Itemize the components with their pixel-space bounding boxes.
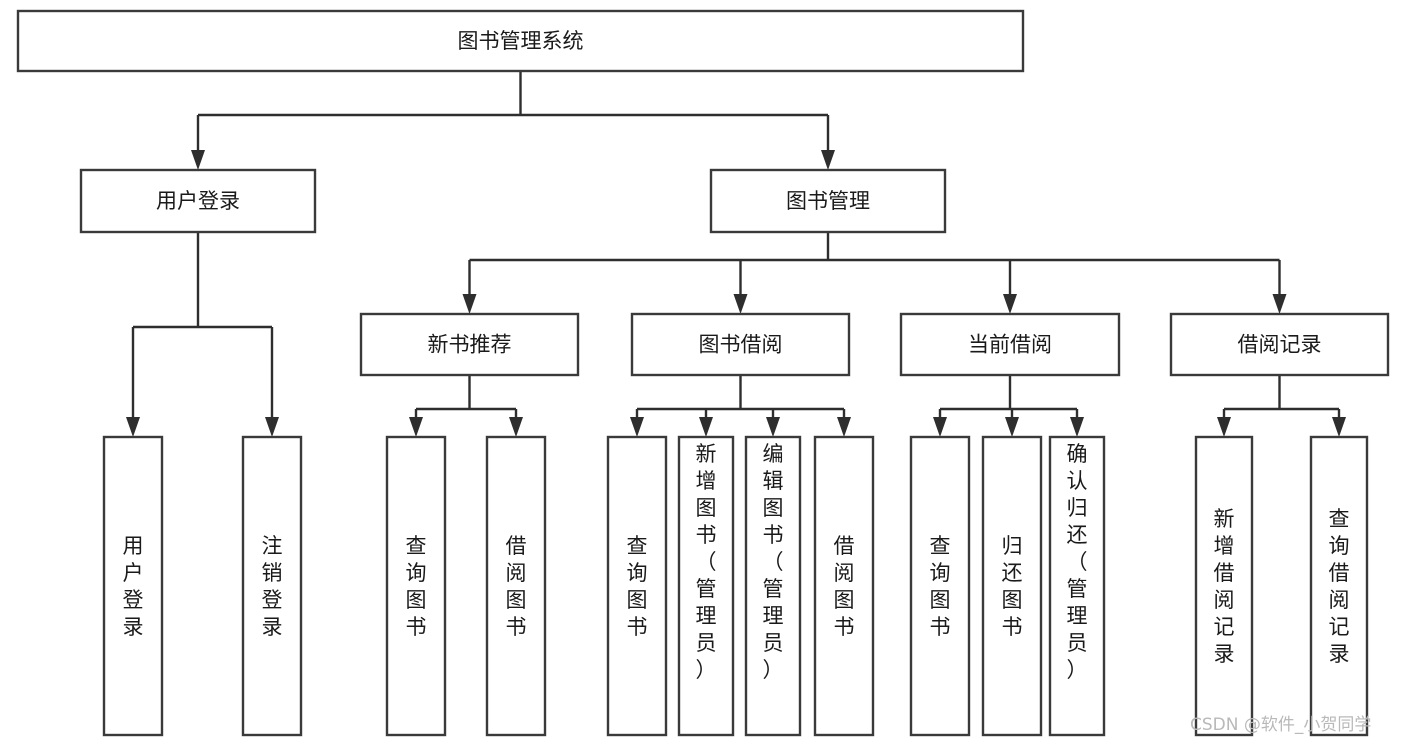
- node-root[interactable]: 图书管理系统: [16, 9, 1025, 73]
- node-label-leaf-add-book: 新增图书（管理员）: [696, 442, 717, 682]
- node-leaf-query-book-recommend[interactable]: 查询图书: [385, 435, 447, 737]
- node-leaf-logout[interactable]: 注销登录: [241, 435, 303, 737]
- node-box-leaf-borrow-book: [813, 435, 875, 737]
- node-box-leaf-user-login: [102, 435, 164, 737]
- node-box-leaf-logout: [241, 435, 303, 737]
- node-label-leaf-user-login: 用户登录: [123, 534, 144, 639]
- node-box-root: [16, 9, 1025, 73]
- node-leaf-borrow-book-recommend[interactable]: 借阅图书: [485, 435, 547, 737]
- arrow-head-leaf-add-borrow-record: [1217, 417, 1231, 437]
- node-leaf-confirm-return[interactable]: 确认归还（管理员）: [1048, 435, 1106, 737]
- node-leaf-borrow-book[interactable]: 借阅图书: [813, 435, 875, 737]
- node-label-leaf-edit-book: 编辑图书（管理员）: [763, 442, 784, 682]
- arrow-head-leaf-borrow-book: [837, 417, 851, 437]
- arrow-head-book-manage: [821, 150, 835, 170]
- node-leaf-query-borrow-record[interactable]: 查询借阅记录: [1309, 435, 1369, 737]
- node-label-current-borrow: 当前借阅: [968, 333, 1052, 357]
- node-box-leaf-query-borrow-record: [1309, 435, 1369, 737]
- node-leaf-query-book-borrow[interactable]: 查询图书: [606, 435, 668, 737]
- node-box-leaf-add-borrow-record: [1194, 435, 1254, 737]
- arrow-head-leaf-user-login: [126, 417, 140, 437]
- arrow-head-leaf-return-book: [1005, 417, 1019, 437]
- arrow-head-leaf-borrow-book-recommend: [509, 417, 523, 437]
- node-box-leaf-add-book: [677, 435, 735, 737]
- arrow-head-current-borrow: [1003, 294, 1017, 314]
- node-label-book-manage: 图书管理: [786, 189, 870, 213]
- node-borrow-record[interactable]: 借阅记录: [1169, 312, 1390, 377]
- node-label-root: 图书管理系统: [458, 29, 584, 53]
- node-label-leaf-add-borrow-record: 新增借阅记录: [1214, 507, 1235, 666]
- node-label-leaf-query-book-current: 查询图书: [930, 534, 951, 639]
- node-box-leaf-query-book-recommend: [385, 435, 447, 737]
- arrow-head-user-login: [191, 150, 205, 170]
- arrow-head-leaf-query-book-current: [933, 417, 947, 437]
- node-box-leaf-query-book-current: [909, 435, 971, 737]
- arrow-head-leaf-query-book-recommend: [409, 417, 423, 437]
- node-book-borrow[interactable]: 图书借阅: [630, 312, 851, 377]
- node-box-book-borrow: [630, 312, 851, 377]
- node-label-leaf-logout: 注销登录: [262, 534, 283, 639]
- arrow-head-new-book-recommend: [462, 294, 477, 314]
- node-book-manage[interactable]: 图书管理: [709, 168, 947, 234]
- node-box-user-login: [79, 168, 317, 234]
- node-leaf-user-login[interactable]: 用户登录: [102, 435, 164, 737]
- node-label-new-book-recommend: 新书推荐: [428, 333, 512, 357]
- arrow-head-leaf-query-borrow-record: [1332, 417, 1346, 437]
- arrow-head-borrow-record: [1272, 294, 1287, 314]
- node-label-leaf-borrow-book: 借阅图书: [834, 534, 855, 639]
- node-current-borrow[interactable]: 当前借阅: [899, 312, 1121, 377]
- node-label-book-borrow: 图书借阅: [699, 333, 783, 357]
- node-box-borrow-record: [1169, 312, 1390, 377]
- arrow-head-leaf-logout: [265, 417, 279, 437]
- arrow-head-leaf-add-book: [699, 417, 713, 437]
- node-label-leaf-return-book: 归还图书: [1002, 534, 1023, 639]
- arrow-head-leaf-confirm-return: [1070, 417, 1084, 437]
- node-new-book-recommend[interactable]: 新书推荐: [359, 312, 580, 377]
- nodes-group: 图书管理系统用户登录图书管理新书推荐图书借阅当前借阅借阅记录用户登录注销登录查询…: [16, 9, 1390, 737]
- node-leaf-add-borrow-record[interactable]: 新增借阅记录: [1194, 435, 1254, 737]
- arrow-head-leaf-query-book-borrow: [630, 417, 644, 437]
- node-label-leaf-confirm-return: 确认归还（管理员）: [1067, 442, 1088, 682]
- node-box-leaf-borrow-book-recommend: [485, 435, 547, 737]
- node-label-leaf-query-book-borrow: 查询图书: [627, 534, 648, 639]
- node-box-book-manage: [709, 168, 947, 234]
- node-leaf-query-book-current[interactable]: 查询图书: [909, 435, 971, 737]
- node-label-user-login: 用户登录: [156, 189, 240, 213]
- node-box-leaf-edit-book: [744, 435, 802, 737]
- csdn-watermark: CSDN @软件_小贺同学: [1190, 715, 1371, 735]
- node-leaf-edit-book[interactable]: 编辑图书（管理员）: [744, 435, 802, 737]
- node-label-leaf-query-book-recommend: 查询图书: [406, 534, 427, 639]
- node-leaf-add-book[interactable]: 新增图书（管理员）: [677, 435, 735, 737]
- node-user-login[interactable]: 用户登录: [79, 168, 317, 234]
- node-leaf-return-book[interactable]: 归还图书: [981, 435, 1043, 737]
- connector-lines-group: [126, 71, 1346, 437]
- node-box-current-borrow: [899, 312, 1121, 377]
- node-box-new-book-recommend: [359, 312, 580, 377]
- arrow-head-leaf-edit-book: [766, 417, 780, 437]
- arrow-head-book-borrow: [733, 294, 748, 314]
- node-label-borrow-record: 借阅记录: [1238, 333, 1322, 357]
- node-box-leaf-query-book-borrow: [606, 435, 668, 737]
- node-label-leaf-query-borrow-record: 查询借阅记录: [1329, 507, 1350, 666]
- node-label-leaf-borrow-book-recommend: 借阅图书: [506, 534, 527, 639]
- node-box-leaf-confirm-return: [1048, 435, 1106, 737]
- node-box-leaf-return-book: [981, 435, 1043, 737]
